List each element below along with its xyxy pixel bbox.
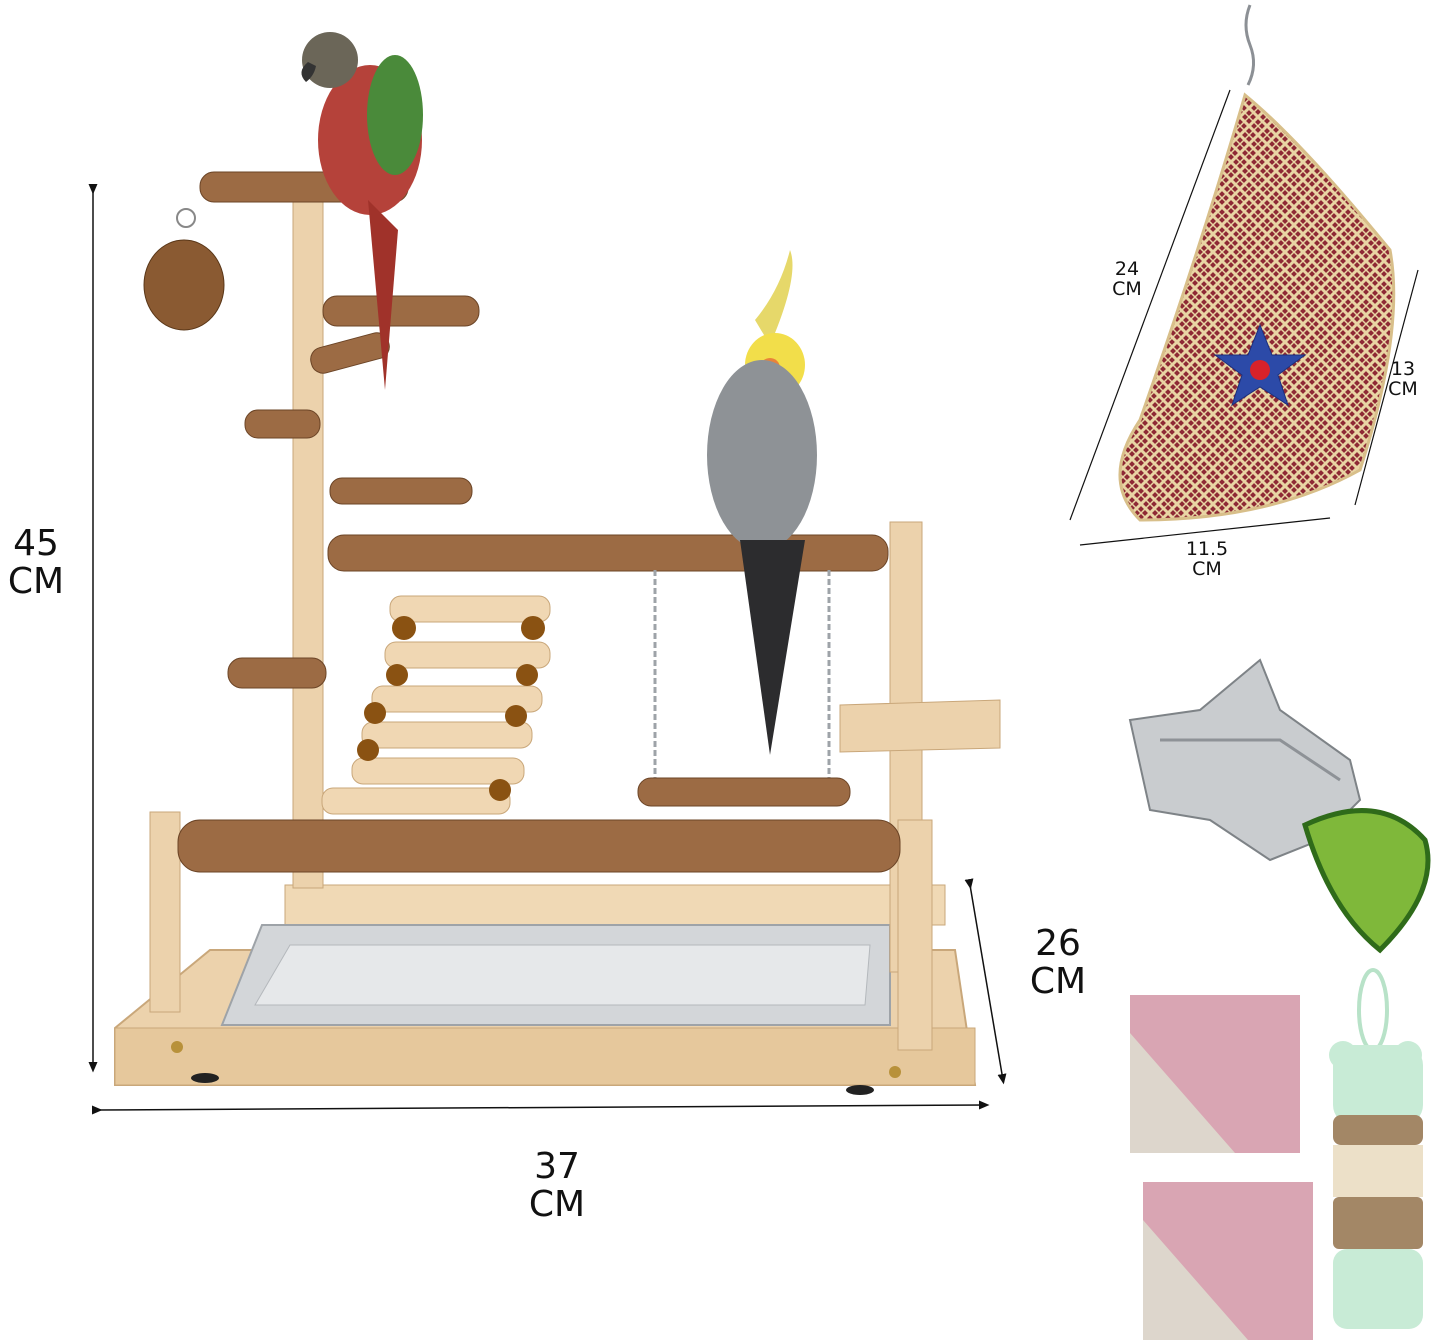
depth-value: 26 [1035, 923, 1081, 964]
food-clip-illustration [1128, 658, 1431, 954]
foraging-toy: 24 CM 13 CM 11.5 CM [1060, 0, 1441, 590]
main-product: 45 CM 37 CM 26 CM [0, 32, 1086, 1224]
height-label: 45 CM [0, 525, 72, 601]
width-unit: CM [528, 1183, 586, 1225]
platform [839, 699, 1001, 753]
lime-wedge [1301, 808, 1431, 954]
conure-bird [301, 32, 423, 390]
bottom-perch [177, 819, 901, 873]
food-clip [1120, 650, 1441, 960]
toy-bottom-value: 11.5 [1185, 538, 1229, 560]
toy-length-unit: CM [1112, 277, 1142, 300]
toy-bottom-label: 11.5 CM [1182, 538, 1232, 580]
ladder [321, 595, 551, 815]
pine-cone-toy [143, 239, 225, 331]
play-stand-illustration [114, 32, 1001, 1095]
towel-fold [1143, 1220, 1248, 1340]
depth-unit: CM [1029, 960, 1087, 1002]
towel [1130, 995, 1300, 1153]
depth-label: 26 CM [1018, 925, 1098, 1001]
toy-length-value: 24 [1114, 258, 1140, 280]
width-label: 37 CM [518, 1148, 596, 1224]
dimension-lines [88, 184, 1007, 1115]
swing-perch [637, 777, 851, 807]
bamboo-basket [1118, 92, 1396, 522]
toy-side-label: 13 CM [1378, 358, 1428, 400]
height-unit: CM [7, 560, 65, 602]
toy-side-unit: CM [1388, 377, 1418, 400]
toy-side-value: 13 [1390, 358, 1416, 380]
cockatiel-bird [707, 250, 817, 755]
height-value: 45 [13, 523, 59, 564]
width-value: 37 [534, 1146, 580, 1187]
towel-fold [1130, 1033, 1235, 1153]
food-container [1318, 965, 1438, 1335]
toy-bottom-unit: CM [1192, 557, 1222, 580]
foraging-toy-illustration [1069, 4, 1419, 546]
tall-post [292, 197, 324, 889]
toy-length-label: 24 CM [1102, 258, 1152, 300]
towel [1143, 1182, 1313, 1340]
food-container-illustration [1329, 968, 1423, 1329]
